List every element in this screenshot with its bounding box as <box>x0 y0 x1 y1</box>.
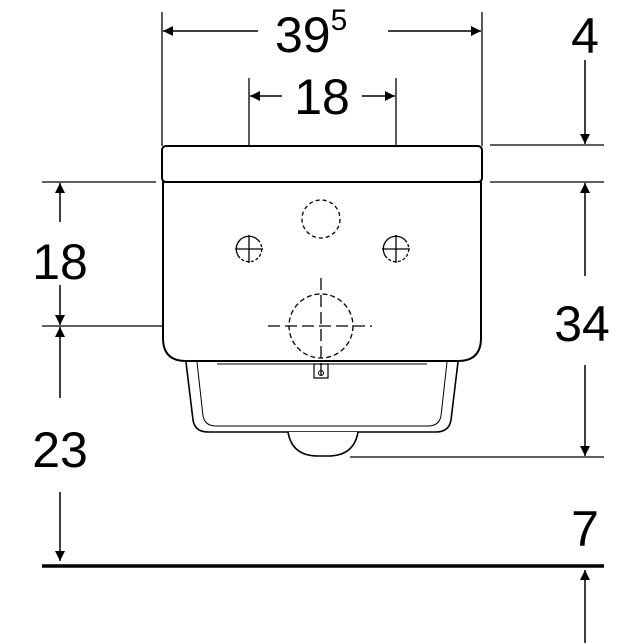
extension-lines <box>42 12 604 458</box>
bolt-right <box>382 235 410 263</box>
upper-connection-hole <box>301 199 341 239</box>
bolt-left <box>235 235 263 263</box>
outlet-knob <box>287 431 359 457</box>
main-body <box>162 181 482 362</box>
bolt-marks <box>235 235 410 263</box>
label-hole-height: 18 <box>32 234 88 290</box>
label-body-height: 34 <box>554 296 610 352</box>
label-hole-spacing: 18 <box>294 69 350 125</box>
holes <box>268 199 372 376</box>
label-floor-clearance: 23 <box>32 422 88 478</box>
label-floor-offset: 7 <box>571 501 599 557</box>
label-seat-thickness: 4 <box>571 8 599 64</box>
label-top-width: 395 <box>275 4 347 63</box>
seat-lid <box>161 145 483 183</box>
dimension-arrows <box>55 26 590 643</box>
wc-body <box>161 145 483 457</box>
bowl-inner-line <box>196 361 448 427</box>
